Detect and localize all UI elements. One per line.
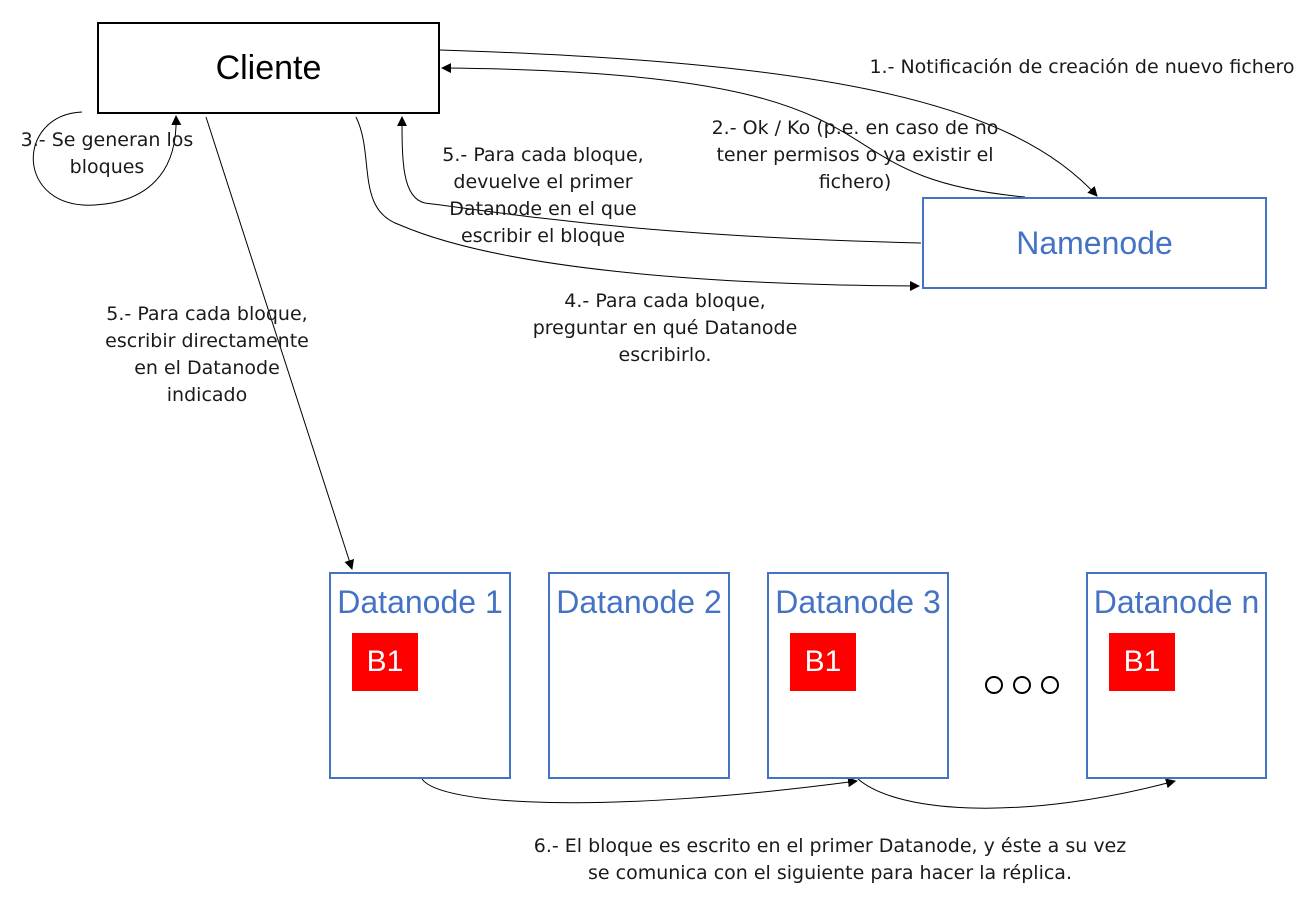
arrow-step5-namenode bbox=[397, 116, 922, 244]
arrow-step3 bbox=[32, 111, 182, 206]
arrow-step4 bbox=[355, 116, 920, 291]
label-step1: 1.- Notificación de creación de nuevo fi… bbox=[869, 56, 1295, 78]
datanode-3-block: B1 bbox=[790, 633, 856, 691]
arrow-step1 bbox=[439, 49, 1098, 197]
label-step3: 3.- Se generan los bloques bbox=[20, 129, 194, 178]
client-label: Cliente bbox=[215, 48, 322, 87]
label-step5-client: 5.- Para cada bloque, escribir directame… bbox=[105, 303, 309, 406]
datanode-1-label: Datanode 1 bbox=[337, 584, 503, 620]
datanode-1: Datanode 1 B1 bbox=[329, 572, 511, 779]
datanode-n-label: Datanode n bbox=[1093, 584, 1260, 620]
namenode-label: Namenode bbox=[1016, 224, 1173, 261]
datanode-n-block: B1 bbox=[1109, 633, 1175, 691]
namenode-node: Namenode bbox=[922, 197, 1267, 289]
datanode-3-label: Datanode 3 bbox=[775, 584, 941, 620]
datanode-n: Datanode n B1 bbox=[1086, 572, 1267, 779]
label-step5-namenode: 5.- Para cada bloque, devuelve el primer… bbox=[442, 144, 644, 247]
datanode-1-block: B1 bbox=[352, 633, 418, 691]
label-step6: 6.- El bloque es escrito en el primer Da… bbox=[533, 835, 1127, 884]
arrow-step5-client bbox=[205, 116, 354, 570]
arrow-step6-b bbox=[857, 778, 1176, 809]
datanode-2: Datanode 2 bbox=[548, 572, 730, 779]
arrow-step6-a bbox=[421, 777, 858, 804]
client-node: Cliente bbox=[97, 22, 440, 114]
datanode-2-label: Datanode 2 bbox=[556, 584, 722, 620]
label-step2: 2.- Ok / Ko (p.e. en caso de no tener pe… bbox=[711, 117, 999, 193]
label-step4: 4.- Para cada bloque, preguntar en qué D… bbox=[532, 290, 798, 366]
datanode-3: Datanode 3 B1 bbox=[767, 572, 949, 779]
arrow-step2 bbox=[441, 63, 1026, 198]
